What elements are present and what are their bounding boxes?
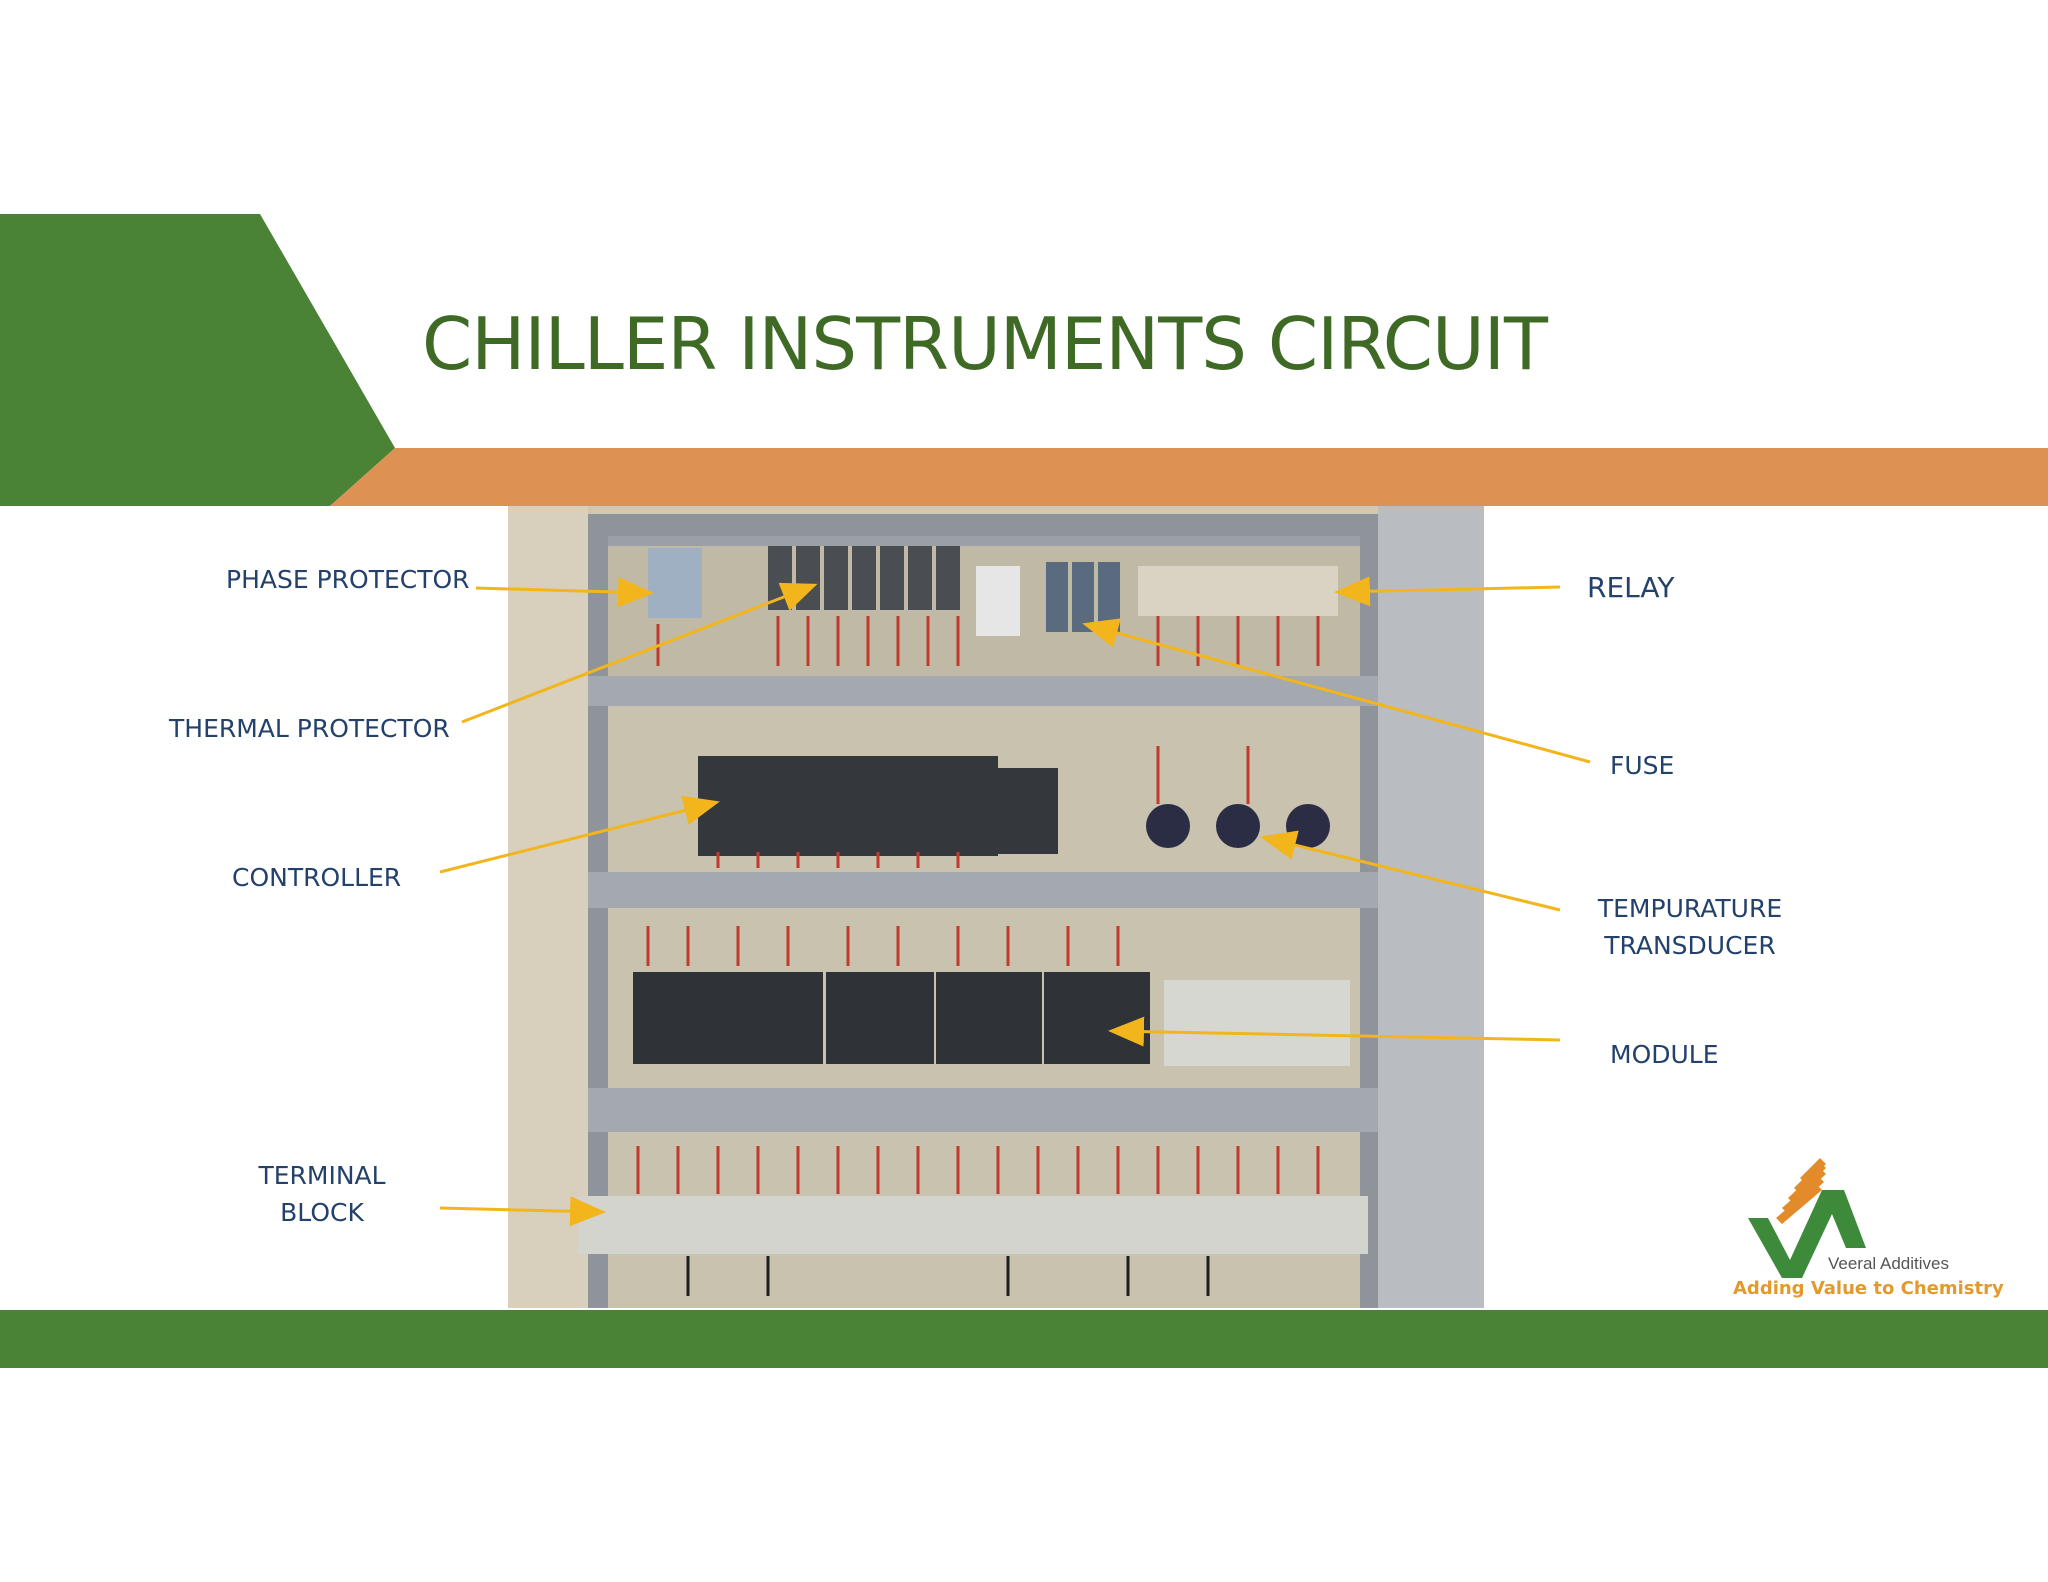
label-module: MODULE (1610, 1040, 1719, 1069)
label-temperature-transducer: TEMPURATURE TRANSDUCER (1590, 890, 1790, 964)
electrical-panel-photo (508, 506, 1484, 1308)
green-footer-band (0, 1310, 2048, 1368)
green-header-shape (0, 214, 395, 506)
label-controller: CONTROLLER (232, 863, 402, 892)
logo-stripes-icon (1776, 1158, 1826, 1224)
panel-row-modules (608, 908, 1360, 1088)
label-phase-protector: PHASE PROTECTOR (226, 565, 470, 594)
logo-va-mark (1748, 1190, 1866, 1278)
panel-row-terminals (578, 1132, 1368, 1308)
company-logo (1748, 1158, 1866, 1278)
panel-row-controller (608, 706, 1360, 872)
label-terminal-block: TERMINAL BLOCK (240, 1157, 404, 1231)
orange-band (330, 448, 2048, 506)
label-transducer-line2: TRANSDUCER (1604, 931, 1776, 960)
logo-company-name: Veeral Additives (1828, 1254, 1949, 1273)
slide-title: CHILLER INSTRUMENTS CIRCUIT (422, 302, 1548, 386)
label-terminal-block-line2: BLOCK (280, 1198, 364, 1227)
label-thermal-protector: THERMAL PROTECTOR (169, 714, 450, 743)
label-transducer-line1: TEMPURATURE (1597, 894, 1783, 923)
panel-row-top (608, 536, 1360, 676)
logo-tagline: Adding Value to Chemistry (1733, 1278, 2004, 1299)
label-relay: RELAY (1587, 571, 1675, 604)
label-fuse: FUSE (1610, 751, 1675, 780)
label-terminal-block-line1: TERMINAL (258, 1161, 386, 1190)
